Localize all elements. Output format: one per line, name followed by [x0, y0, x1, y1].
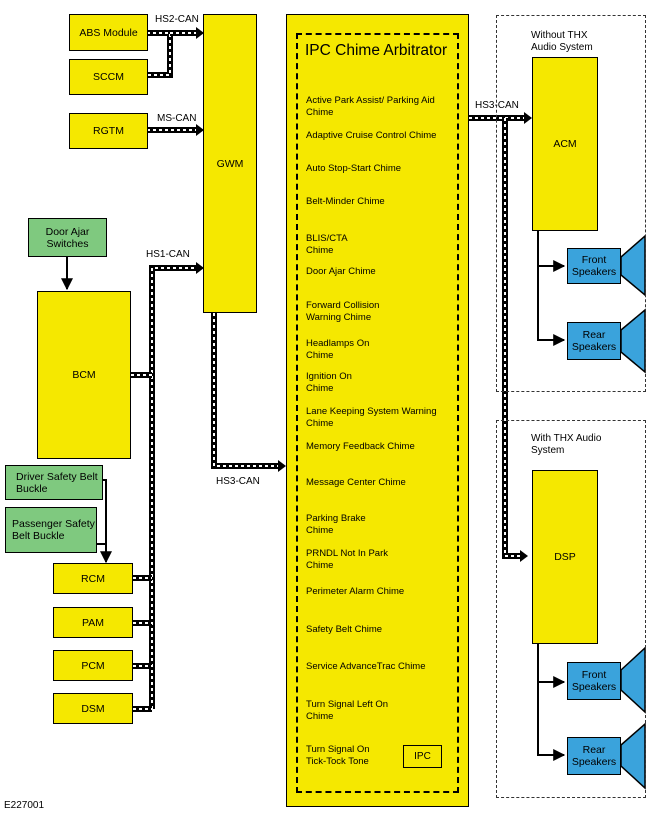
door-ajar-switches: Door Ajar Switches: [28, 218, 107, 257]
without-thx-region: [496, 15, 646, 392]
chime-item: Safety Belt Chime: [306, 624, 383, 635]
arbitrator-title: IPC Chime Arbitrator: [305, 42, 448, 59]
chime-item: Ignition On Chime: [306, 371, 352, 394]
arbitrator-dashed-border: [296, 33, 459, 793]
dsm-module: DSM: [53, 693, 133, 724]
hs3-can-label-right: HS3-CAN: [475, 100, 519, 111]
without-thx-label: Without THX Audio System: [531, 30, 593, 53]
buckle-wires: [97, 479, 112, 564]
acm-speaker-wires: [537, 230, 566, 346]
figure-id: E227001: [4, 800, 45, 811]
chime-item: Turn Signal On Tick-Tock Tone: [306, 744, 370, 767]
pam-module: PAM: [53, 607, 133, 638]
acm-rear-speakers: Rear Speakers: [567, 322, 621, 360]
sccm-module: SCCM: [69, 59, 148, 95]
hs3-can-label-left: HS3-CAN: [216, 476, 260, 487]
chime-item: PRNDL Not In Park Chime: [306, 548, 389, 571]
chime-item: Headlamps On Chime: [306, 338, 370, 361]
chime-item: Message Center Chime: [306, 477, 406, 488]
with-thx-region: [496, 420, 646, 798]
ipc-chime-arbitrator-panel: [286, 14, 469, 807]
chime-item: Door Ajar Chime: [306, 266, 376, 277]
ms-can-bus: [147, 124, 204, 136]
hs1-can-label: HS1-CAN: [146, 249, 190, 260]
hs3-can-bus-left: [211, 313, 286, 472]
pcm-module: PCM: [53, 650, 133, 681]
chime-item: Active Park Assist/ Parking Aid Chime: [306, 95, 435, 118]
acm-front-speakers: Front Speakers: [567, 248, 621, 284]
abs-module: ABS Module: [69, 14, 148, 51]
ipc-module: IPC: [403, 745, 442, 768]
driver-safety-belt-buckle: Driver Safety Belt Buckle: [5, 465, 103, 500]
hs1-can-bus: [131, 262, 204, 712]
chime-item: BLIS/CTA Chime: [306, 233, 348, 256]
dsp-module: DSP: [532, 470, 598, 644]
rcm-module: RCM: [53, 563, 133, 594]
chime-item: Belt-Minder Chime: [306, 196, 385, 207]
chime-item: Lane Keeping System Warning Chime: [306, 406, 437, 429]
hs2-can-bus: [147, 27, 204, 78]
chime-item: Adaptive Cruise Control Chime: [306, 130, 437, 141]
dsp-speaker-wires: [537, 643, 566, 761]
ms-can-label: MS-CAN: [157, 113, 197, 124]
passenger-safety-belt-buckle: Passenger Safety Belt Buckle: [5, 507, 97, 553]
dsp-front-speakers: Front Speakers: [567, 662, 621, 700]
chime-item: Perimeter Alarm Chime: [306, 586, 405, 597]
chime-item: Memory Feedback Chime: [306, 441, 415, 452]
dsp-rear-speakers: Rear Speakers: [567, 737, 621, 775]
chime-item: Auto Stop-Start Chime: [306, 163, 402, 174]
chime-item: Turn Signal Left On Chime: [306, 699, 389, 722]
acm-module: ACM: [532, 57, 598, 231]
bcm-module: BCM: [37, 291, 131, 459]
chime-item: Service AdvanceTrac Chime: [306, 661, 426, 672]
chime-item: Parking Brake Chime: [306, 513, 366, 536]
hs2-can-label: HS2-CAN: [155, 14, 199, 25]
rgtm-module: RGTM: [69, 113, 148, 149]
with-thx-label: With THX Audio System: [531, 433, 602, 456]
gwm-module: GWM: [203, 14, 257, 313]
chime-item: Forward Collision Warning Chime: [306, 300, 380, 323]
